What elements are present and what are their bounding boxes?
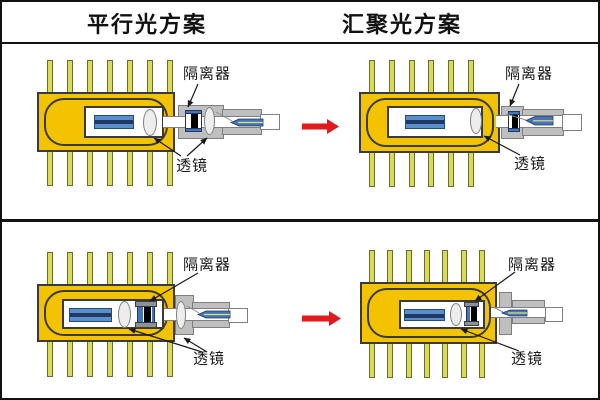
package-pin (406, 250, 412, 285)
focusing-lens (470, 108, 482, 134)
package-pin (147, 252, 153, 287)
package-pin (127, 341, 133, 377)
package-pin (468, 60, 474, 95)
package-pin (87, 341, 93, 377)
ferrule-extension (545, 307, 563, 322)
package-pin (442, 342, 448, 378)
header-divider (2, 42, 598, 44)
package-pin (479, 250, 485, 285)
package-pin (47, 151, 53, 186)
package-pin (107, 151, 113, 186)
package-pin (389, 60, 395, 95)
package-pin (409, 60, 415, 95)
column-title-parallel: 平行光方案 (86, 12, 208, 37)
beam-channel (496, 115, 564, 128)
package-pin (167, 151, 173, 186)
package-pin (127, 151, 133, 186)
package-pin (167, 60, 173, 95)
package-pin (442, 250, 448, 285)
isolator-label: 隔离器 (182, 257, 232, 274)
package-pin (461, 342, 467, 378)
collimating-lens (143, 109, 157, 136)
package-pin (389, 151, 395, 187)
lens-label: 透镜 (175, 158, 209, 175)
package-pin (87, 252, 93, 287)
laser-chip (404, 309, 445, 321)
package-pin (369, 342, 375, 378)
lens-label: 透镜 (513, 156, 547, 173)
ferrule-extension (260, 114, 280, 130)
row-divider (2, 219, 598, 222)
red-arrow-icon (302, 119, 339, 134)
package-pin (67, 341, 73, 377)
package-pin (147, 341, 153, 377)
package-pin (127, 252, 133, 287)
inner-wall-outline (366, 98, 494, 147)
package-pin (468, 151, 474, 187)
chip-cavity (387, 106, 483, 138)
package-pin (107, 341, 113, 377)
package-pin (67, 60, 73, 95)
package-pin (147, 60, 153, 95)
isolator (508, 111, 520, 132)
isolator (135, 301, 157, 328)
package-pin (448, 60, 454, 95)
package-pin (107, 252, 113, 287)
package-pin (167, 341, 173, 377)
package-pin (387, 342, 393, 378)
package-pin (87, 151, 93, 186)
package-pin (67, 151, 73, 186)
package-pin (424, 342, 430, 378)
package-pin (369, 250, 375, 285)
column-title-converging: 汇聚光方案 (341, 12, 463, 37)
package-pin (47, 252, 53, 287)
package-pin (428, 151, 434, 187)
package-pin (369, 60, 375, 95)
package-pin (87, 60, 93, 95)
focusing-lens (450, 303, 462, 326)
package-pin (47, 60, 53, 95)
lens-label: 透镜 (192, 351, 226, 368)
package-pin (409, 151, 415, 187)
isolator-label: 隔离器 (504, 66, 554, 83)
isolator-label: 隔离器 (507, 257, 557, 274)
laser-chip (94, 115, 134, 129)
ferrule-extension (228, 308, 248, 323)
package-pin (147, 151, 153, 186)
package-pin (107, 60, 113, 95)
ferrule-extension (562, 114, 582, 131)
collimating-lens (118, 301, 131, 328)
package-pin (461, 250, 467, 285)
package-pin (387, 250, 393, 285)
package-pin (406, 342, 412, 378)
package-pin (47, 341, 53, 377)
isolator (185, 110, 202, 132)
package-pin (424, 250, 430, 285)
package-pin (428, 60, 434, 95)
isolator-label: 隔离器 (182, 66, 232, 83)
package-pin (369, 151, 375, 187)
lens-label: 透镜 (510, 351, 544, 368)
laser-chip (405, 115, 445, 129)
red-arrow-icon (302, 311, 341, 326)
package-pin (127, 60, 133, 95)
laser-chip (69, 308, 112, 322)
focusing-lens (176, 301, 186, 329)
package-pin (448, 151, 454, 187)
package-pin (167, 252, 173, 287)
inner-wall-outline (367, 288, 491, 338)
package-pin (67, 252, 73, 287)
isolator (464, 302, 479, 326)
beam-channel (164, 308, 230, 321)
beam-channel (491, 307, 547, 318)
focusing-lens (204, 107, 215, 135)
package-pin (479, 342, 485, 378)
